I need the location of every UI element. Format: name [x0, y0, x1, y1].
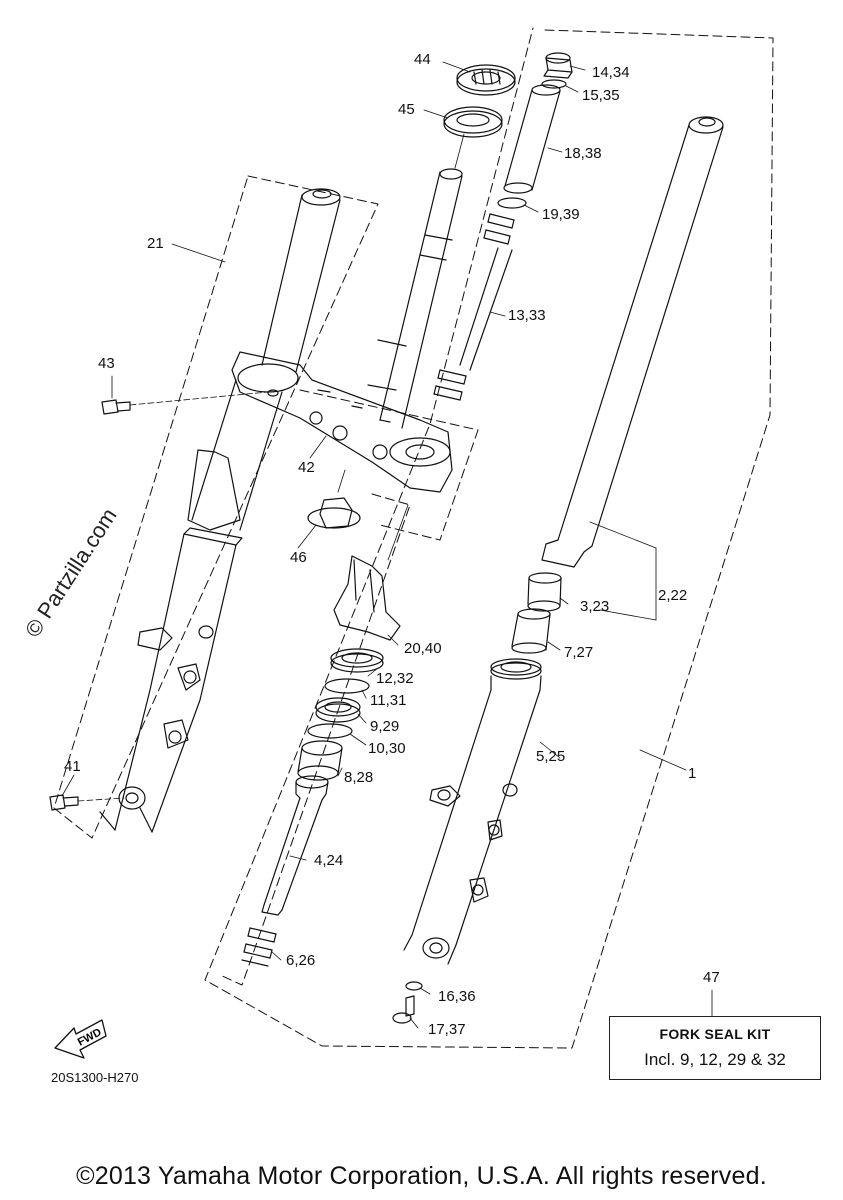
cap-bolt-14-34	[543, 52, 573, 79]
steering-group-outline	[299, 389, 479, 541]
label-5-25: 5,25	[536, 748, 566, 765]
fork-seal-kit-box: FORK SEAL KIT Incl. 9, 12, 29 & 32	[609, 1016, 821, 1080]
label-13-33: 13,33	[508, 307, 546, 324]
label-11-31: 11,31	[370, 692, 407, 709]
label-41: 41	[64, 758, 81, 775]
label-1: 1	[688, 765, 697, 782]
label-46: 46	[290, 549, 307, 566]
fwd-arrow-icon	[54, 1019, 107, 1059]
bearing-44	[456, 64, 516, 96]
label-7-27: 7,27	[564, 644, 594, 661]
label-3-23: 3,23	[580, 598, 610, 615]
label-43: 43	[98, 355, 115, 372]
clip-11-31	[324, 678, 370, 694]
label-18-38: 18,38	[564, 145, 602, 162]
washer-10-30	[307, 723, 353, 739]
label-8-28: 8,28	[344, 769, 374, 786]
label-44: 44	[414, 51, 431, 68]
label-15-35: 15,35	[582, 87, 620, 104]
spring-6-26	[241, 927, 277, 967]
label-12-32: 12,32	[376, 670, 414, 687]
bushing-8-28	[297, 740, 343, 781]
bolt-43	[101, 391, 269, 415]
seal-12-32	[330, 648, 384, 673]
label-2-22: 2,22	[658, 587, 688, 604]
damper-rod-4-24	[261, 775, 329, 916]
seal-9-29	[315, 697, 361, 723]
bushing-7-27	[511, 608, 551, 654]
label-19-39: 19,39	[542, 206, 580, 223]
lower-bracket-assembly	[231, 168, 463, 493]
label-42: 42	[298, 459, 315, 476]
washer-16-36	[405, 981, 423, 991]
bolt-17-37	[392, 995, 415, 1024]
label-45: 45	[398, 101, 415, 118]
label-16-36: 16,36	[438, 988, 476, 1005]
label-6-26: 6,26	[286, 952, 316, 969]
label-10-30: 10,30	[368, 740, 406, 757]
dashed-outlines	[53, 27, 774, 1049]
left-fork-assembly	[99, 188, 341, 833]
nut-46	[307, 469, 361, 529]
o-ring-15-35	[541, 79, 567, 89]
kit-includes: Incl. 9, 12, 29 & 32	[644, 1050, 786, 1069]
group-21-outline	[53, 175, 379, 839]
leader-lines	[61, 61, 713, 1029]
label-14-34: 14,34	[592, 64, 630, 81]
label-9-29: 9,29	[370, 718, 400, 735]
drawing-code: 20S1300-H270	[51, 1070, 139, 1085]
seal-45	[443, 106, 503, 138]
label-47: 47	[703, 969, 720, 986]
spring-13-33	[433, 213, 515, 401]
cover-20-40	[333, 504, 409, 641]
bolt-41	[49, 794, 125, 811]
label-21: 21	[147, 235, 164, 252]
spacer-18-38	[503, 84, 561, 194]
outer-tube-5-25	[403, 658, 561, 965]
kit-title: FORK SEAL KIT	[659, 1026, 771, 1042]
bushing-3-23	[527, 572, 657, 621]
label-20-40: 20,40	[404, 640, 442, 657]
inner-group-outline	[219, 493, 411, 986]
label-4-24: 4,24	[314, 852, 344, 869]
group-1-outline	[204, 27, 774, 1049]
label-17-37: 17,37	[428, 1021, 466, 1038]
copyright-notice: ©2013 Yamaha Motor Corporation, U.S.A. A…	[76, 1162, 767, 1190]
inner-tube-2-22	[541, 116, 724, 621]
washer-19-39	[497, 197, 527, 209]
